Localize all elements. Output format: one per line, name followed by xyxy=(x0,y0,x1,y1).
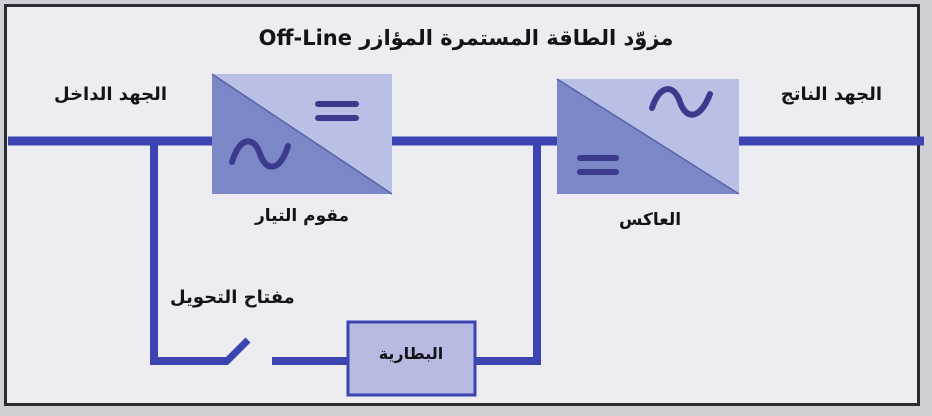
dc-symbol-icon xyxy=(315,101,359,121)
inverter-block xyxy=(556,78,740,195)
battery-block xyxy=(346,320,477,397)
rectifier-label: مقوم التيار xyxy=(254,206,350,226)
rectifier-block xyxy=(211,73,393,195)
output-voltage-label: الجهد الناتج xyxy=(780,84,882,105)
ac-sine-icon xyxy=(229,138,291,170)
ac-sine-icon xyxy=(649,86,713,118)
dc-symbol-icon xyxy=(577,155,619,175)
input-voltage-label: الجهد الداخل xyxy=(54,84,167,105)
inverter-label: العاكس xyxy=(618,210,682,230)
diagram-title: مزوّد الطاقة المستمرة المؤازر Off-Line xyxy=(258,26,674,50)
transfer-switch-label: مفتاح التحويل xyxy=(170,287,295,308)
battery-label: البطارية xyxy=(378,344,444,363)
transfer-switch xyxy=(223,337,251,365)
